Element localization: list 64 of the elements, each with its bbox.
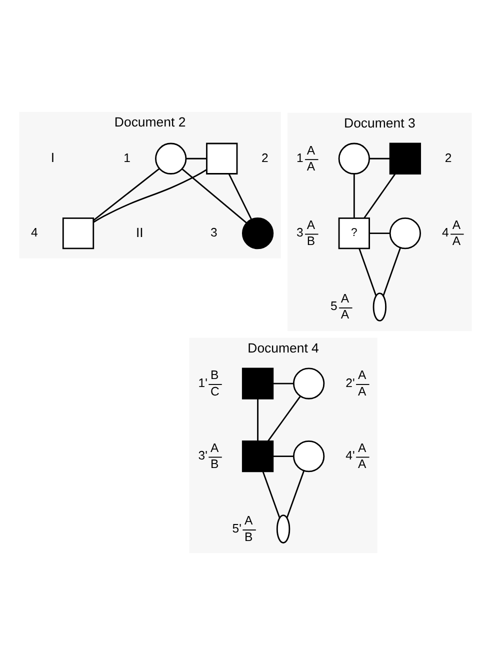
- connector: [268, 396, 301, 442]
- node-label: 4: [442, 226, 449, 240]
- connector: [353, 174, 355, 218]
- node-label: A: [340, 292, 350, 306]
- node-oval: [276, 514, 290, 544]
- connector: [93, 169, 208, 223]
- node-label: A: [358, 368, 366, 382]
- connector: [286, 470, 305, 518]
- connector: [228, 174, 252, 220]
- connector: [182, 168, 247, 224]
- node-circle: [242, 217, 274, 250]
- node-label: C: [210, 384, 220, 398]
- node-label: 2: [444, 150, 452, 165]
- connector: [186, 158, 207, 160]
- node-label: A: [358, 384, 366, 398]
- node-oval: [372, 292, 387, 322]
- node-label: 5': [232, 521, 242, 536]
- node-label: A: [244, 514, 253, 528]
- node-label: 2': [346, 376, 355, 390]
- connector: [369, 158, 390, 160]
- label: I: [50, 150, 55, 166]
- connector: [272, 456, 294, 457]
- node-label: B: [210, 457, 219, 471]
- node-box: ?: [338, 217, 370, 250]
- node-label: A: [210, 440, 219, 455]
- node-label: 2: [262, 150, 268, 165]
- node-label: A: [452, 234, 461, 248]
- connector: [364, 174, 396, 218]
- node-label: A: [358, 440, 366, 455]
- connector: [272, 382, 294, 384]
- node-circle: [389, 217, 422, 250]
- node-box: [242, 440, 274, 472]
- node-label: A: [306, 218, 316, 232]
- node-circle: [155, 142, 187, 174]
- node-circle: [292, 440, 325, 472]
- node-label: A: [306, 143, 316, 158]
- connector: [382, 248, 402, 296]
- label: II: [136, 224, 144, 240]
- connector: [369, 232, 390, 234]
- node-circle: [292, 368, 325, 400]
- node-label: A: [358, 457, 366, 471]
- node-label: 1: [296, 150, 304, 165]
- node-label: A: [306, 159, 316, 174]
- node-label: A: [340, 308, 350, 322]
- connector: [257, 398, 258, 442]
- node-label: 5: [330, 299, 338, 314]
- node-circle: [338, 142, 370, 174]
- connector: [93, 168, 160, 221]
- node-label: B: [306, 234, 316, 248]
- node-label: 3: [296, 226, 304, 240]
- node-box: [242, 368, 274, 400]
- connector: [358, 248, 377, 296]
- node-label: B: [244, 530, 253, 544]
- node-label: 1': [198, 376, 208, 390]
- node-box: [206, 142, 238, 174]
- node-label: 4': [346, 448, 355, 462]
- node-label: 1: [124, 150, 130, 165]
- node-label: 3: [210, 226, 218, 240]
- node-label: 3': [198, 448, 208, 462]
- node-label: A: [452, 218, 461, 232]
- node-label: 4: [31, 226, 38, 240]
- node-box: [62, 217, 94, 250]
- connector: [262, 471, 280, 518]
- node-label: B: [210, 368, 219, 382]
